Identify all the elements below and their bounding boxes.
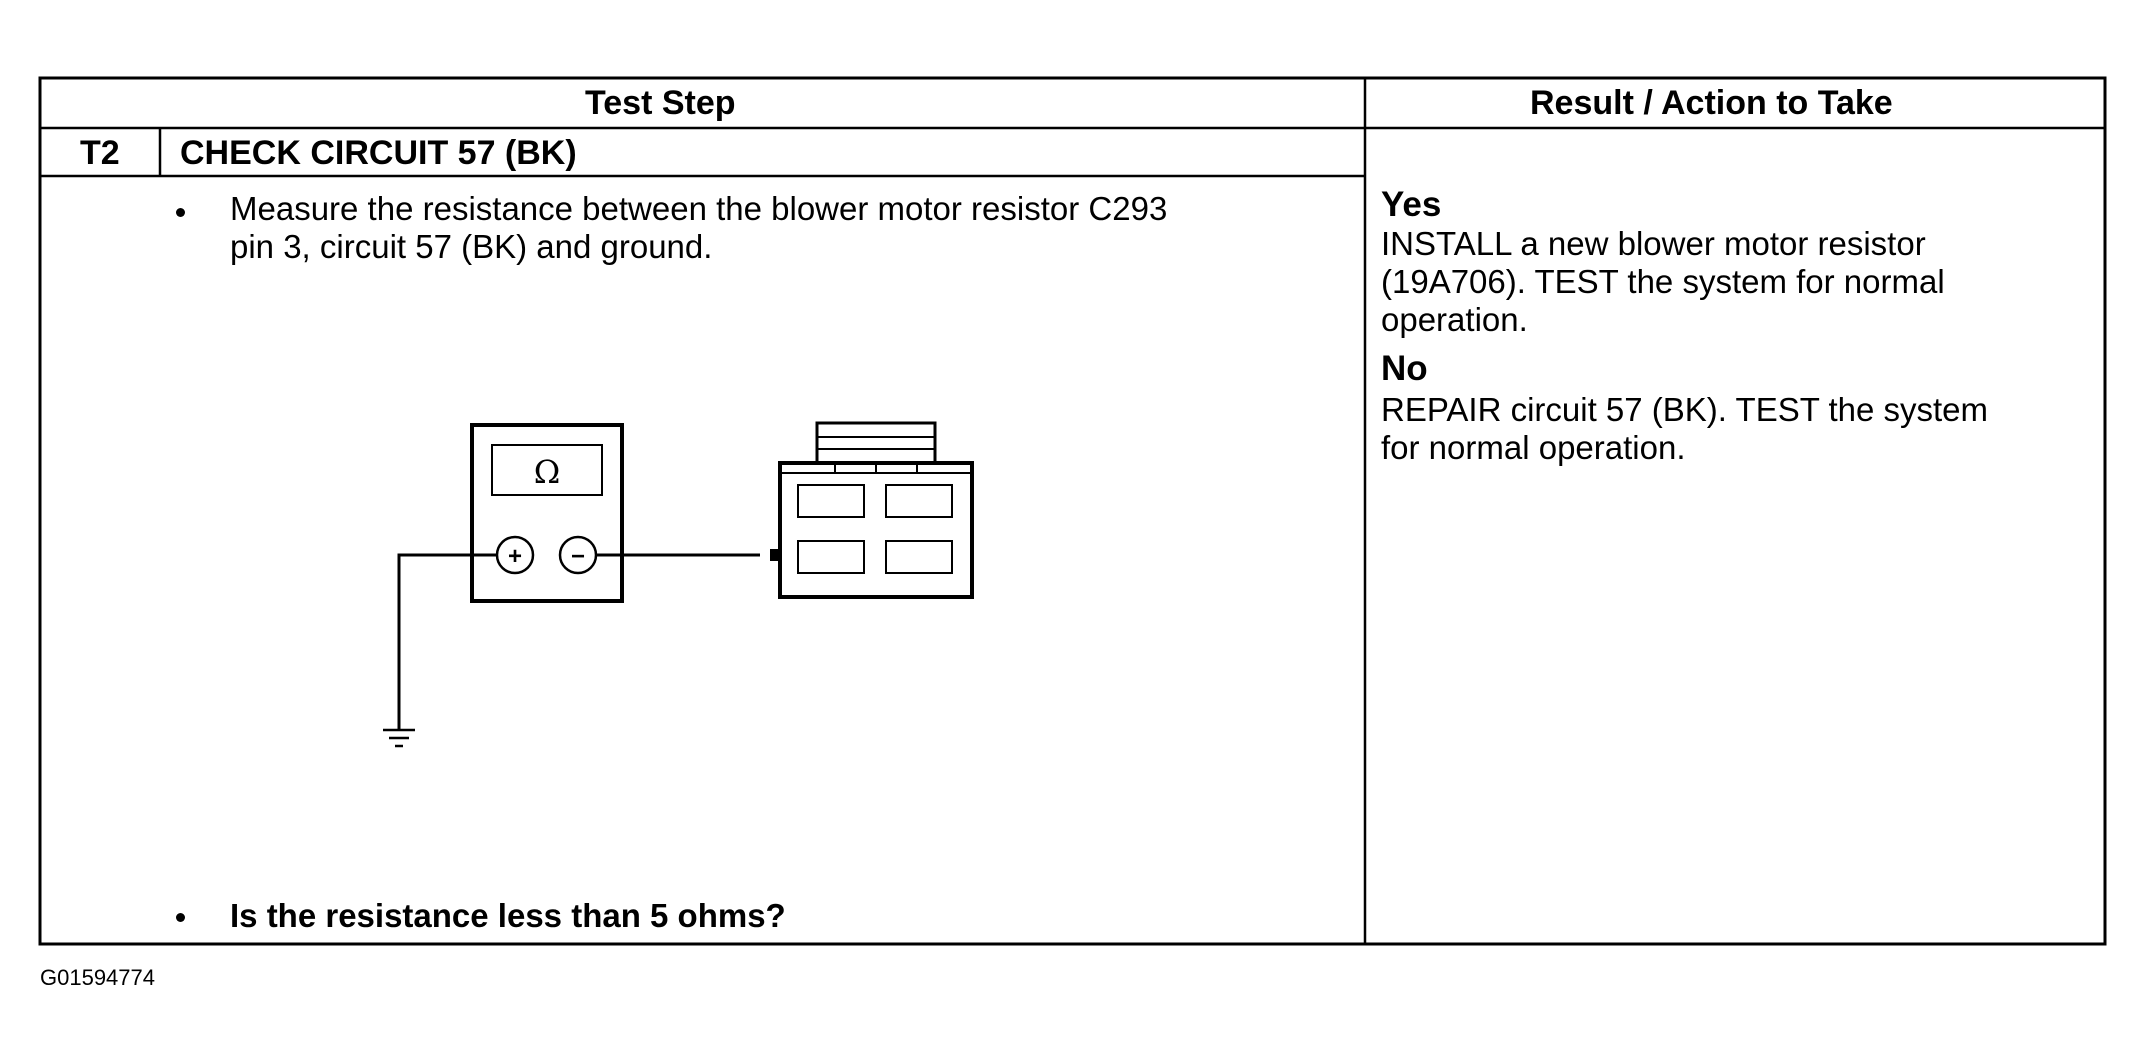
- result-action-header: Result / Action to Take: [1530, 84, 1893, 122]
- result-no-line-2: for normal operation.: [1381, 429, 1686, 466]
- probe-lead-icon: [596, 549, 800, 561]
- figure-id: G01594774: [40, 965, 155, 990]
- ohmmeter-icon: Ω + −: [470, 423, 624, 603]
- step-id: T2: [80, 134, 120, 172]
- ground-lead: [397, 553, 497, 730]
- test-step-header: Test Step: [585, 84, 736, 122]
- instruction-line-2: pin 3, circuit 57 (BK) and ground.: [230, 228, 713, 265]
- question-text: Is the resistance less than 5 ohms?: [230, 897, 786, 934]
- result-yes-line-1: INSTALL a new blower motor resistor: [1381, 225, 1926, 262]
- result-no-line-1: REPAIR circuit 57 (BK). TEST the system: [1381, 391, 1989, 428]
- result-yes-label: Yes: [1381, 185, 1442, 224]
- step-title: CHECK CIRCUIT 57 (BK): [180, 134, 577, 172]
- question-bullet: [176, 913, 185, 922]
- instruction-line-1: Measure the resistance between the blowe…: [230, 190, 1168, 227]
- connector-icon: [778, 421, 974, 599]
- ground-symbol-icon: [383, 728, 415, 748]
- positive-terminal-label: +: [508, 543, 522, 570]
- result-yes-line-2: (19A706). TEST the system for normal: [1381, 263, 1945, 300]
- meter-symbol: Ω: [534, 453, 561, 491]
- instruction-bullet: [176, 208, 185, 217]
- result-no-label: No: [1381, 349, 1428, 388]
- result-yes-line-3: operation.: [1381, 301, 1528, 338]
- negative-terminal-label: −: [571, 543, 585, 570]
- ohmmeter-connection-diagram: Ω + −: [383, 421, 974, 748]
